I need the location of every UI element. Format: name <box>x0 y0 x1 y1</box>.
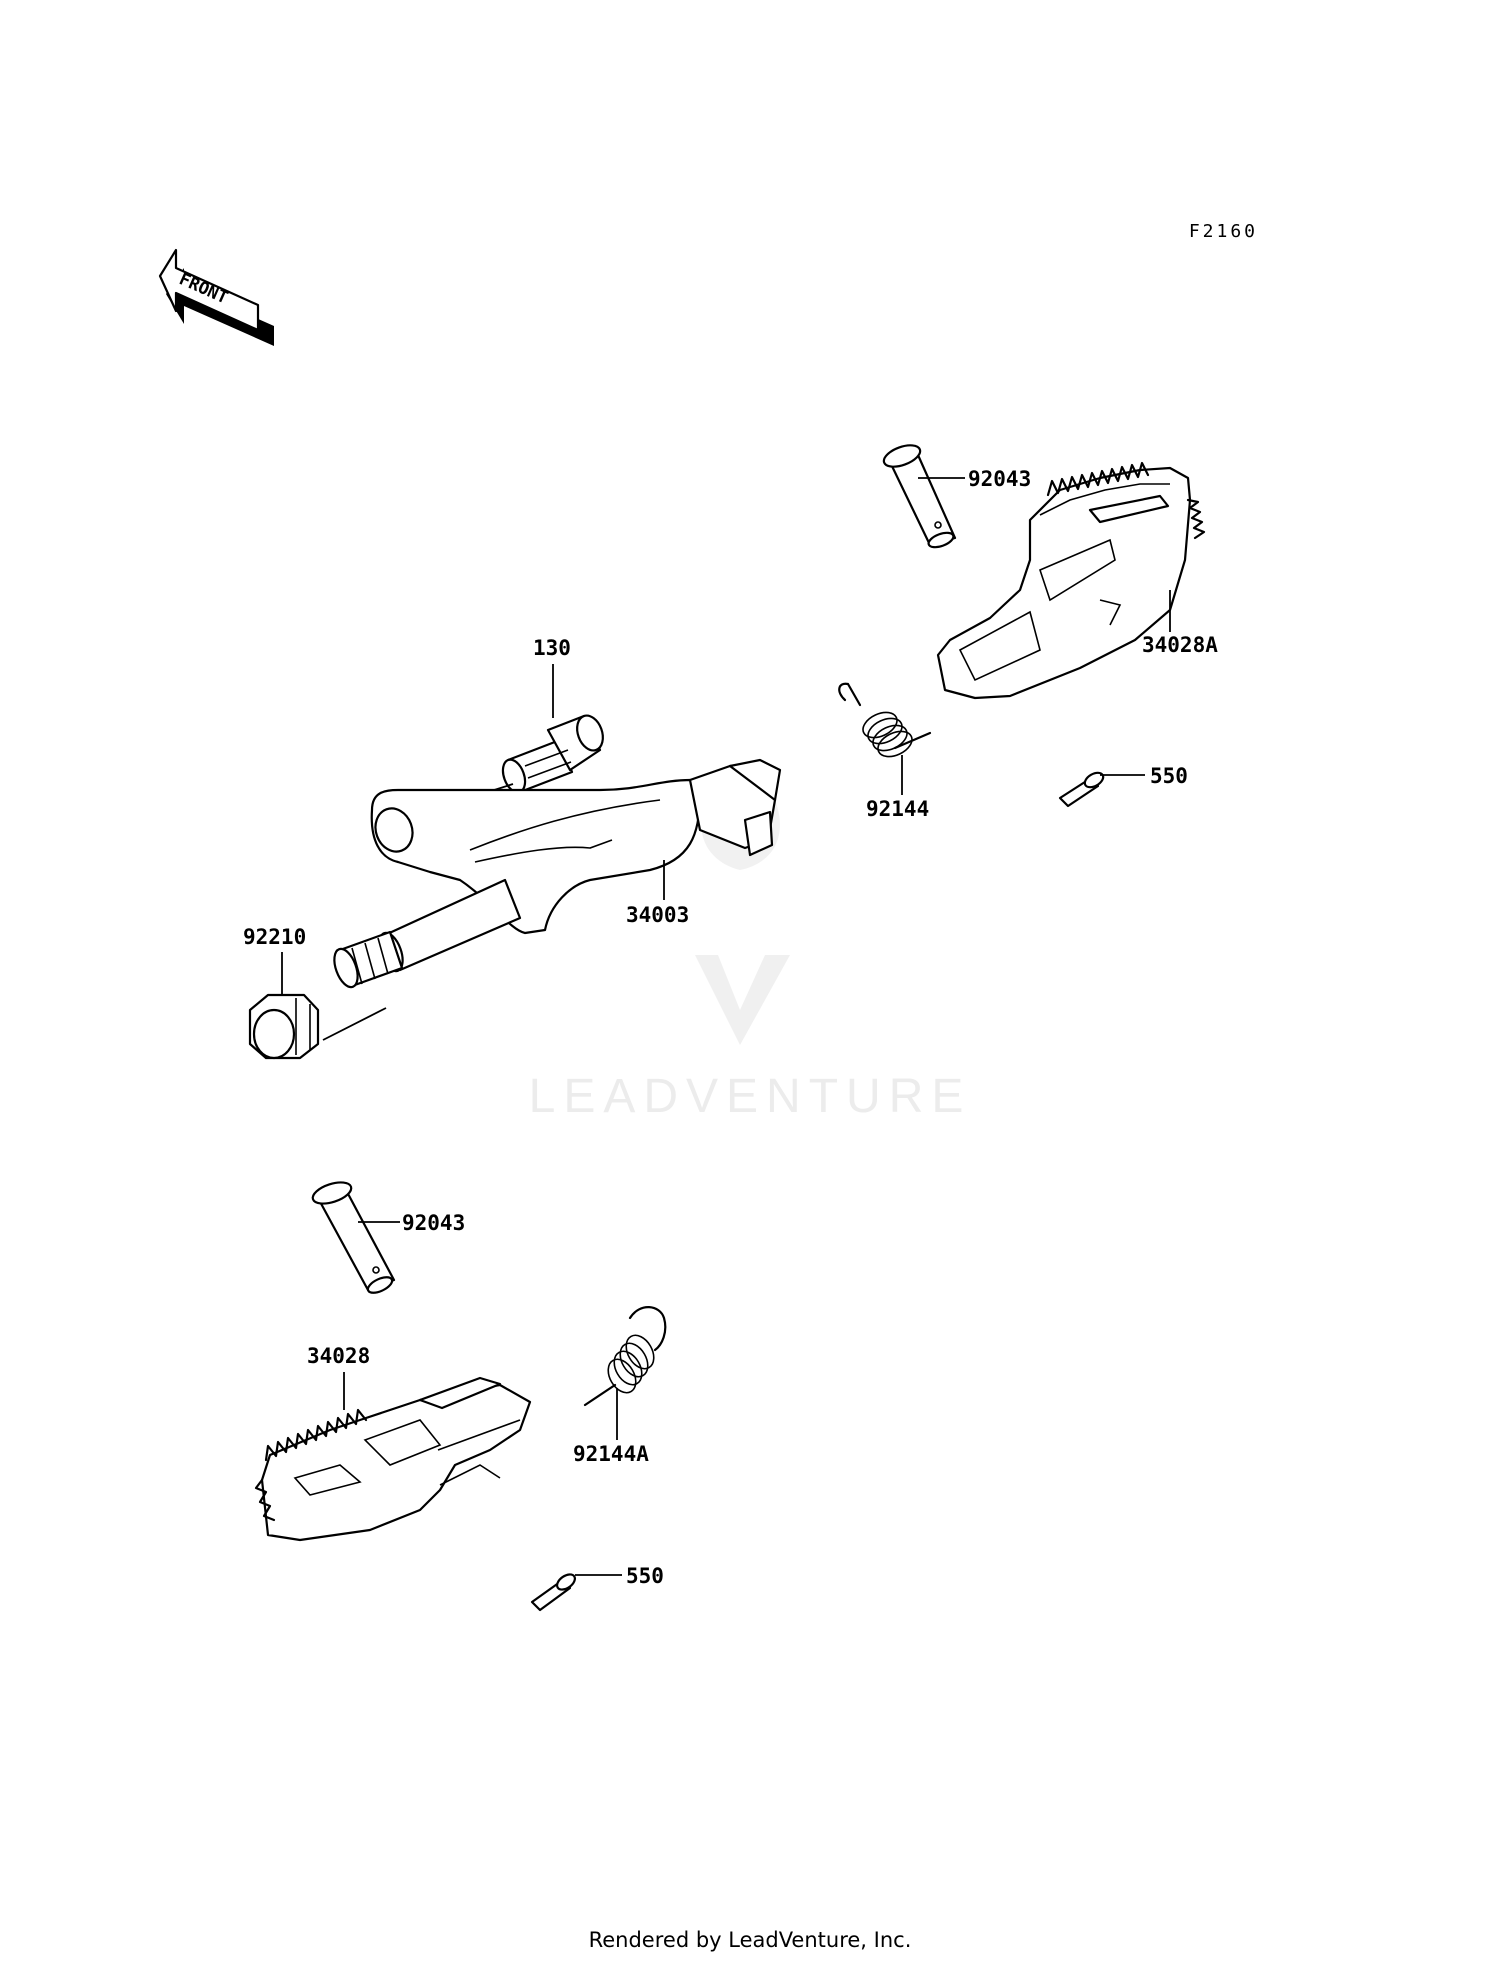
cotter-pin-lower <box>530 1573 576 1612</box>
callout-pin-lower: 92043 <box>402 1211 465 1235</box>
callout-step-left: 34028 <box>307 1344 370 1368</box>
cotter-pin-upper <box>1058 771 1105 808</box>
callout-spring-lower: 92144A <box>573 1442 649 1466</box>
flange-bolt <box>501 714 604 794</box>
callout-step-right: 34028A <box>1142 633 1218 657</box>
front-arrow-icon: FRONT <box>158 248 274 346</box>
callout-spring-upper: 92144 <box>866 797 929 821</box>
callout-cotter-upper: 550 <box>1150 764 1188 788</box>
callout-nut: 92210 <box>243 925 306 949</box>
footpeg-bracket <box>333 758 782 989</box>
torsion-spring-lower <box>583 1306 667 1407</box>
clevis-pin-upper <box>882 444 957 549</box>
callout-bolt: 130 <box>533 636 571 660</box>
leader-line <box>322 1007 387 1041</box>
figure-code: F2160 <box>1189 221 1258 242</box>
clevis-pin-lower <box>311 1181 396 1294</box>
callout-bracket: 34003 <box>626 903 689 927</box>
footer-credit: Rendered by LeadVenture, Inc. <box>588 1928 912 1952</box>
flange-nut <box>248 993 320 1060</box>
callout-pin-upper: 92043 <box>968 467 1031 491</box>
torsion-spring-upper <box>838 682 932 758</box>
footpeg-right <box>936 461 1206 700</box>
callout-cotter-lower: 550 <box>626 1564 664 1588</box>
footpeg-left <box>254 1376 532 1542</box>
watermark-text: LEADVENTURE <box>529 1070 972 1123</box>
